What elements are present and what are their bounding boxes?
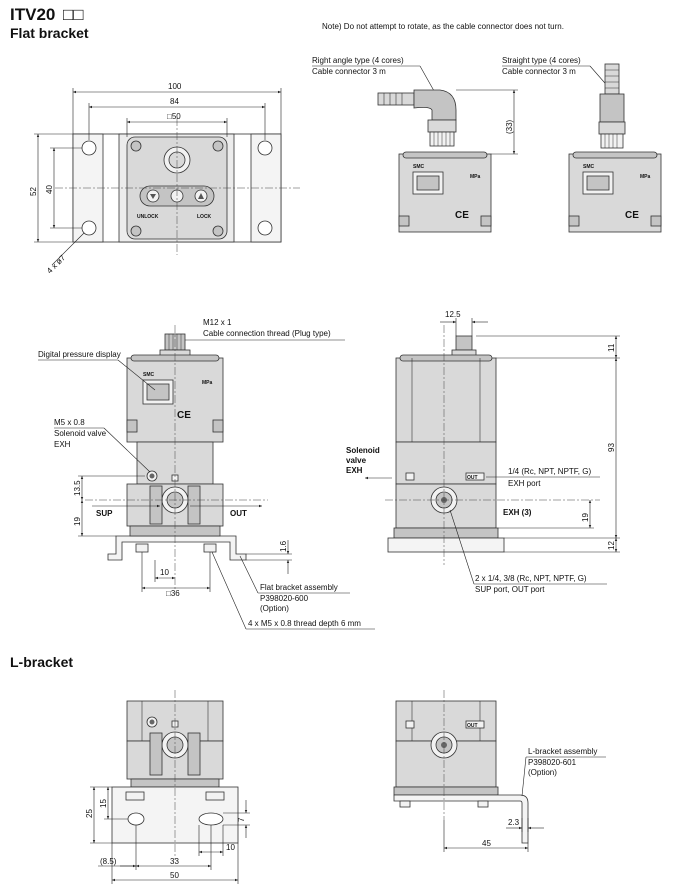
ce-mark-2: CE <box>625 210 639 221</box>
ce-mark-3: CE <box>177 410 191 421</box>
unit-label-3: MPa <box>202 380 213 386</box>
unlock-label: UNLOCK <box>137 214 159 220</box>
bracket-label-1: Flat bracket assembly <box>260 583 338 592</box>
dim-19-front: 19 <box>73 517 82 526</box>
l-bracket-front-view: 25 15 7 10 (8.5) 33 50 <box>85 690 250 884</box>
side-solenoid-1: Solenoid <box>346 446 380 455</box>
dim-12-5: 12.5 <box>445 310 461 319</box>
straight-title: Straight type (4 cores) <box>502 56 581 65</box>
dim-7: 7 <box>237 817 246 822</box>
dim-50-l: 50 <box>170 871 179 880</box>
display-label: Digital pressure display <box>38 350 121 359</box>
title-block: ITV20 □□ Flat bracket Note) Do not attem… <box>10 5 564 41</box>
dim-33: (33) <box>505 119 514 134</box>
solenoid-label-3: EXH <box>54 440 71 449</box>
dim-50-square: □50 <box>167 112 181 121</box>
section-l-bracket: L-bracket <box>10 654 73 670</box>
dim-100: 100 <box>168 82 182 91</box>
dim-10-front: 10 <box>160 568 169 577</box>
model-title: ITV20 <box>10 5 55 24</box>
top-view: UNLOCK LOCK 100 84 □50 52 40 4 x ø7 <box>29 82 300 275</box>
l-assembly-2: P398020-601 <box>528 758 577 767</box>
dim-10-l: 10 <box>226 843 235 852</box>
l-assembly-1: L-bracket assembly <box>528 747 597 756</box>
model-suffix: □□ <box>63 5 84 24</box>
dim-13-5: 13.5 <box>73 480 82 496</box>
exh3-label: EXH (3) <box>503 508 532 517</box>
dim-2-3: 2.3 <box>508 818 520 827</box>
l-bracket-side-view: OUT L-bracket assembly P398020-601 (Opti… <box>393 690 606 852</box>
right-angle-connector-view: Right angle type (4 cores) Cable connect… <box>312 56 518 233</box>
lock-label: LOCK <box>197 214 212 220</box>
bracket-label-3: (Option) <box>260 604 289 613</box>
dim-19-side: 19 <box>581 513 590 522</box>
thread-depth-label: 4 x M5 x 0.8 thread depth 6 mm <box>248 619 361 628</box>
solenoid-label-2: Solenoid valve <box>54 429 107 438</box>
right-angle-sub: Cable connector 3 m <box>312 67 386 76</box>
front-view: SMC MPa CE M12 x 1 Cable connection thre… <box>38 318 375 630</box>
unit-label: MPa <box>470 174 481 180</box>
exh-port-2: EXH port <box>508 479 541 488</box>
port-label-1: 2 x 1/4, 3/8 (Rc, NPT, NPTF, G) <box>475 574 587 583</box>
straight-sub: Cable connector 3 m <box>502 67 576 76</box>
out-tag: OUT <box>467 475 478 481</box>
dim-15: 15 <box>99 799 108 808</box>
thread-sub: Cable connection thread (Plug type) <box>203 329 331 338</box>
sup-label: SUP <box>96 509 113 518</box>
dim-33-l: 33 <box>170 857 179 866</box>
side-view: OUT 12.5 11 93 12 19 Solenoid valve EXH … <box>346 310 620 594</box>
side-solenoid-3: EXH <box>346 466 363 475</box>
straight-connector-view: Straight type (4 cores) Cable connector … <box>502 56 662 233</box>
dim-25: 25 <box>85 809 94 818</box>
side-solenoid-2: valve <box>346 456 367 465</box>
solenoid-label-1: M5 x 0.8 <box>54 418 85 427</box>
right-angle-title: Right angle type (4 cores) <box>312 56 404 65</box>
out-tag-2: OUT <box>467 723 478 729</box>
dim-52: 52 <box>29 187 38 196</box>
dim-45: 45 <box>482 839 491 848</box>
brand-label-2: SMC <box>583 164 595 170</box>
ce-mark: CE <box>455 210 469 221</box>
dim-11: 11 <box>607 343 616 352</box>
dim-93: 93 <box>607 443 616 452</box>
brand-label: SMC <box>413 164 425 170</box>
dim-84: 84 <box>170 97 179 106</box>
dim-36-square: □36 <box>166 589 180 598</box>
dim-1-6: 1.6 <box>279 540 288 552</box>
dim-12: 12 <box>607 541 616 550</box>
exh-port-1: 1/4 (Rc, NPT, NPTF, G) <box>508 467 591 476</box>
holes-note: 4 x ø7 <box>45 253 67 275</box>
dim-8-5: (8.5) <box>100 857 117 866</box>
rotation-note: Note) Do not attempt to rotate, as the c… <box>322 22 564 31</box>
out-label: OUT <box>230 509 247 518</box>
unit-label-2: MPa <box>640 174 651 180</box>
section-flat-bracket: Flat bracket <box>10 25 89 41</box>
thread-title: M12 x 1 <box>203 318 232 327</box>
brand-label-3: SMC <box>143 372 155 378</box>
l-assembly-3: (Option) <box>528 768 557 777</box>
dim-40: 40 <box>45 185 54 194</box>
port-label-2: SUP port, OUT port <box>475 585 545 594</box>
bracket-label-2: P398020-600 <box>260 594 309 603</box>
